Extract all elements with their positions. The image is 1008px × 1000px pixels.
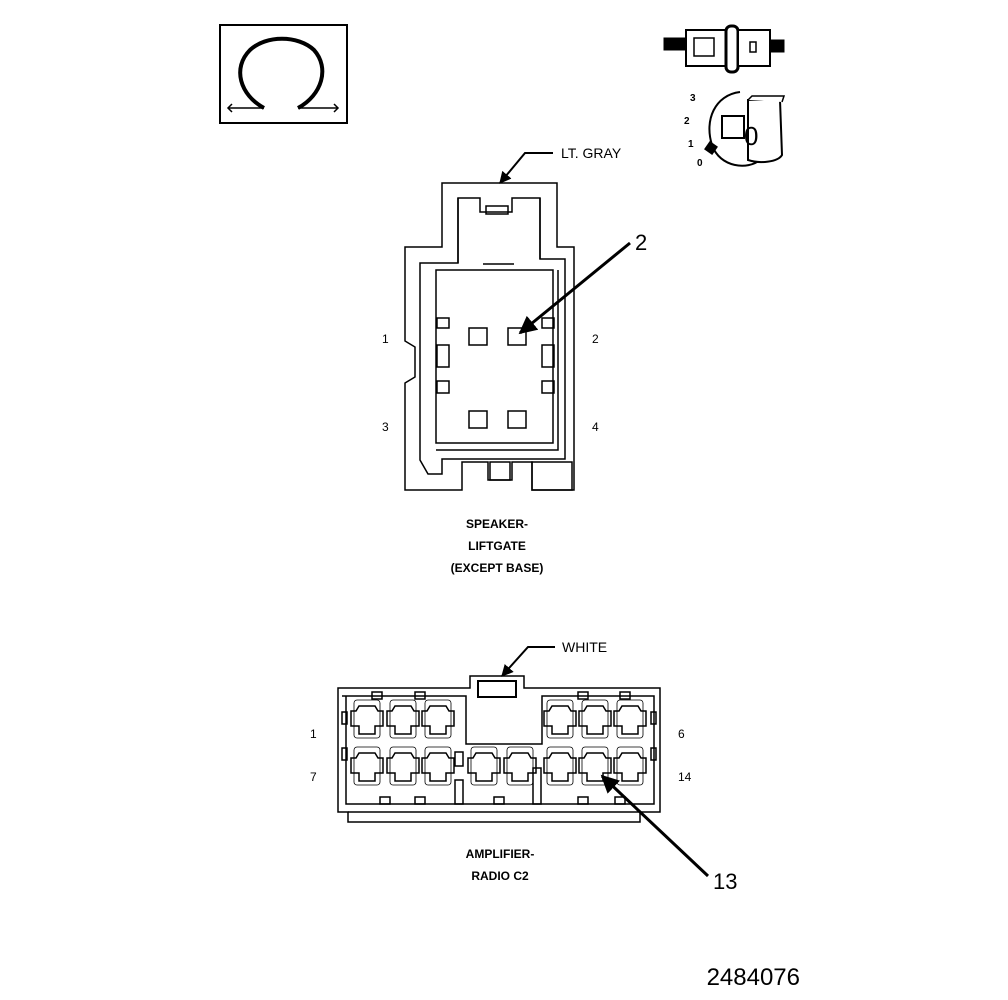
- amplifier-cavity-frame-7: [353, 746, 381, 786]
- amplifier-color-leader: [501, 646, 555, 677]
- switch-knob-value: 0: [744, 121, 758, 151]
- amplifier-cavity-frame-13: [581, 746, 609, 786]
- amplifier-cavity-11: [503, 752, 537, 782]
- figure-number: 2484076: [707, 964, 800, 991]
- amplifier-cavity-frame-5: [581, 699, 609, 739]
- amplifier-cavity-14: [613, 752, 647, 782]
- speaker-pin-4-label: 4: [592, 420, 599, 434]
- amplifier-pin-6-label: 6: [678, 727, 685, 741]
- amplifier-pin-1-label: 1: [310, 727, 317, 741]
- speaker-callout-number: 2: [635, 230, 647, 255]
- speaker-pin-2-label: 2: [592, 332, 599, 346]
- amplifier-cavity-1: [350, 705, 384, 735]
- amplifier-caption-line-2: RADIO C2: [471, 869, 529, 883]
- amplifier-caption-line-1: AMPLIFIER-: [466, 847, 535, 861]
- switch-position-3: 3: [690, 93, 696, 104]
- amplifier-cavity-frame-11: [506, 746, 534, 786]
- speaker-caption-line-1: SPEAKER-: [466, 517, 528, 531]
- speaker-terminal-3: [468, 410, 488, 429]
- connector-side-icon: [663, 24, 785, 74]
- amplifier-cavity-frame-12: [546, 746, 574, 786]
- amplifier-connector: [337, 675, 661, 823]
- amplifier-cavity-3: [421, 705, 455, 735]
- amplifier-cavity-7: [350, 752, 384, 782]
- position-switch-icon: 0 3 2 1 0: [684, 91, 786, 169]
- speaker-terminal-4: [507, 410, 527, 429]
- speaker-connector: [404, 182, 575, 491]
- speaker-caption-line-3: (EXCEPT BASE): [451, 561, 544, 575]
- switch-position-1: 1: [688, 139, 694, 150]
- speaker-pin-3-label: 3: [382, 420, 389, 434]
- amplifier-cavity-frame-14: [616, 746, 644, 786]
- amplifier-pin-7-label: 7: [310, 770, 317, 784]
- amplifier-cavity-frame-2: [389, 699, 417, 739]
- amplifier-callout-arrow: [600, 774, 710, 878]
- amplifier-callout-number: 13: [713, 869, 737, 894]
- amplifier-cavity-4: [543, 705, 577, 735]
- amplifier-cavity-10: [467, 752, 501, 782]
- switch-position-0: 0: [697, 158, 703, 169]
- speaker-pin-1-label: 1: [382, 332, 389, 346]
- speaker-terminal-1: [468, 327, 488, 346]
- speaker-color-label: LT. GRAY: [561, 145, 622, 161]
- speaker-callout-arrow: [518, 241, 631, 335]
- amplifier-cavity-frame-3: [424, 699, 452, 739]
- amplifier-cavity-13: [578, 752, 612, 782]
- amplifier-cavity-8: [386, 752, 420, 782]
- speaker-terminal-2: [507, 327, 527, 346]
- amplifier-cavity-2: [386, 705, 420, 735]
- amplifier-cavity-5: [578, 705, 612, 735]
- amplifier-cavity-frame-10: [470, 746, 498, 786]
- amplifier-cavity-frame-8: [389, 746, 417, 786]
- omega-icon: [219, 24, 348, 124]
- speaker-caption-line-2: LIFTGATE: [468, 539, 526, 553]
- speaker-color-leader: [499, 152, 553, 184]
- amplifier-cavities: [350, 699, 647, 786]
- switch-position-2: 2: [684, 116, 690, 127]
- amplifier-cavity-12: [543, 752, 577, 782]
- amplifier-cavity-frame-4: [546, 699, 574, 739]
- amplifier-cavity-frame-6: [616, 699, 644, 739]
- amplifier-pin-14-label: 14: [678, 770, 692, 784]
- amplifier-cavity-frame-1: [353, 699, 381, 739]
- amplifier-cavity-frame-9: [424, 746, 452, 786]
- amplifier-cavity-9: [421, 752, 455, 782]
- amplifier-cavity-6: [613, 705, 647, 735]
- amplifier-color-label: WHITE: [562, 639, 607, 655]
